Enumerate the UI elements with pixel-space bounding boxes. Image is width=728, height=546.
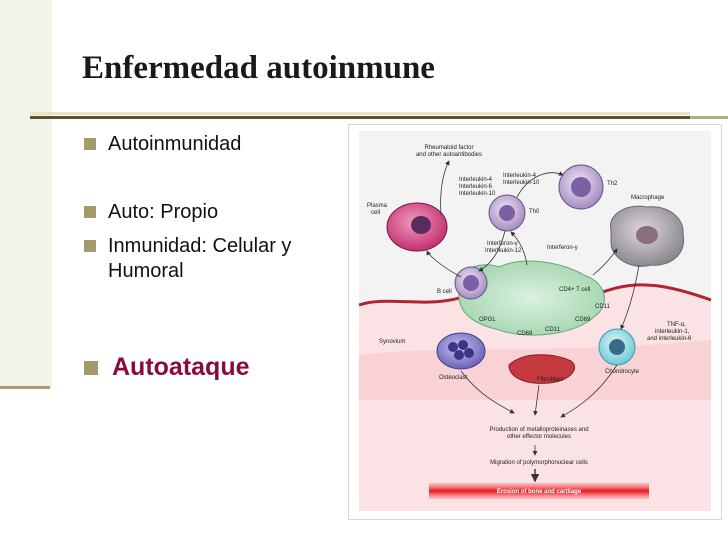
- label-il4: Interleukin-4: [459, 177, 493, 183]
- label-cd11-a: CD11: [595, 304, 611, 310]
- bullet-list: Autoinmunidad Auto: Propio Inmunidad: Ce…: [82, 132, 352, 382]
- label-il1: interleukin-1,: [655, 329, 690, 335]
- bullet-text: Inmunidad: Celular y Humoral: [108, 235, 292, 282]
- erosion-band: [429, 483, 649, 499]
- square-bullet-icon: [84, 240, 96, 252]
- label-macrophage: Macrophage: [631, 195, 665, 201]
- plasma-cell-nucleus: [411, 216, 431, 234]
- label-production-2: other effector molecules: [507, 434, 571, 440]
- diagram-svg: Rheumatoid factor and other autoantibodi…: [358, 131, 712, 511]
- arrow: [592, 248, 618, 276]
- label-opgl: OPGL: [479, 317, 496, 323]
- cd4-t-cell: [457, 260, 605, 336]
- label-erosion: Erosion of bone and cartilage: [497, 489, 582, 495]
- label-il6b: and interleukin-6: [647, 336, 692, 342]
- arrow: [440, 160, 450, 216]
- label-chondrocyte: Chondrocyte: [605, 369, 640, 375]
- left-accent-line: [0, 386, 50, 389]
- label-th0: Th0: [529, 209, 540, 215]
- title-rule-light: [30, 112, 690, 115]
- label-il6: Interleukin-6: [459, 184, 493, 190]
- label-plasma-2: cell: [371, 210, 380, 216]
- label-cd11-b: CD11: [545, 327, 561, 333]
- label-ifn-2: Interferon-γ: [547, 245, 578, 251]
- left-accent-panel: [0, 0, 52, 388]
- label-cd4: CD4+ T cell: [559, 287, 590, 293]
- bullet-item: Autoinmunidad: [82, 132, 352, 157]
- label-il10b: Interleukin-10: [503, 180, 540, 186]
- title-rule-right: [690, 116, 728, 119]
- label-cd69-a: CD69: [575, 317, 591, 323]
- arrow: [533, 384, 540, 416]
- bullet-item-highlight: Autoataque: [82, 352, 352, 382]
- autoimmune-diagram: Rheumatoid factor and other autoantibodi…: [348, 124, 722, 520]
- th2-nucleus: [571, 177, 591, 197]
- title-rule: [30, 116, 690, 119]
- arrow: [510, 231, 528, 266]
- label-migration: Migration of polymorphonuclear cells: [490, 460, 588, 466]
- label-il4b: Interleukin-4: [503, 173, 537, 179]
- bullet-item: Auto: Propio: [82, 200, 352, 225]
- label-il10: Interleukin-10: [459, 191, 496, 197]
- label-ifn: Interferon-γ: [487, 241, 518, 247]
- b-cell-nucleus: [463, 275, 479, 291]
- fibroblast-cell: [508, 354, 576, 384]
- bullet-text: Autoinmunidad: [108, 133, 242, 155]
- th0-nucleus: [499, 205, 515, 221]
- arrow: [560, 364, 618, 418]
- square-bullet-icon: [84, 206, 96, 218]
- label-osteoclast: Osteoclast: [439, 375, 468, 381]
- square-bullet-icon: [84, 361, 98, 375]
- bullet-text: Autoataque: [112, 353, 250, 381]
- label-synovium: Synovium: [379, 339, 405, 345]
- arrow: [516, 171, 564, 198]
- chondrocyte-nucleus: [609, 339, 625, 355]
- label-plasma: Plasma: [367, 203, 388, 209]
- label-th2: Th2: [607, 181, 618, 187]
- label-rheumatoid: Rheumatoid factor: [424, 145, 473, 151]
- macrophage-nucleus: [636, 226, 658, 244]
- label-cd69-b: CD69: [517, 331, 533, 337]
- label-production: Production of metalloproteinases and: [489, 427, 588, 433]
- arrow: [460, 370, 515, 414]
- arrow: [426, 250, 462, 278]
- label-fibroblast: Fibroblast: [537, 377, 564, 383]
- bullet-text: Auto: Propio: [108, 201, 219, 223]
- arrow: [620, 264, 640, 330]
- label-il12: Interleukin-12: [485, 248, 522, 254]
- label-tnf: TNF-α,: [667, 322, 686, 328]
- square-bullet-icon: [84, 138, 96, 150]
- label-rheumatoid-2: and other autoantibodies: [416, 152, 482, 158]
- slide-title: Enfermedad autoinmune: [82, 50, 435, 86]
- arrow: [478, 230, 506, 272]
- bullet-item: Inmunidad: Celular y Humoral: [82, 234, 352, 284]
- label-bcell: B cell: [437, 289, 452, 295]
